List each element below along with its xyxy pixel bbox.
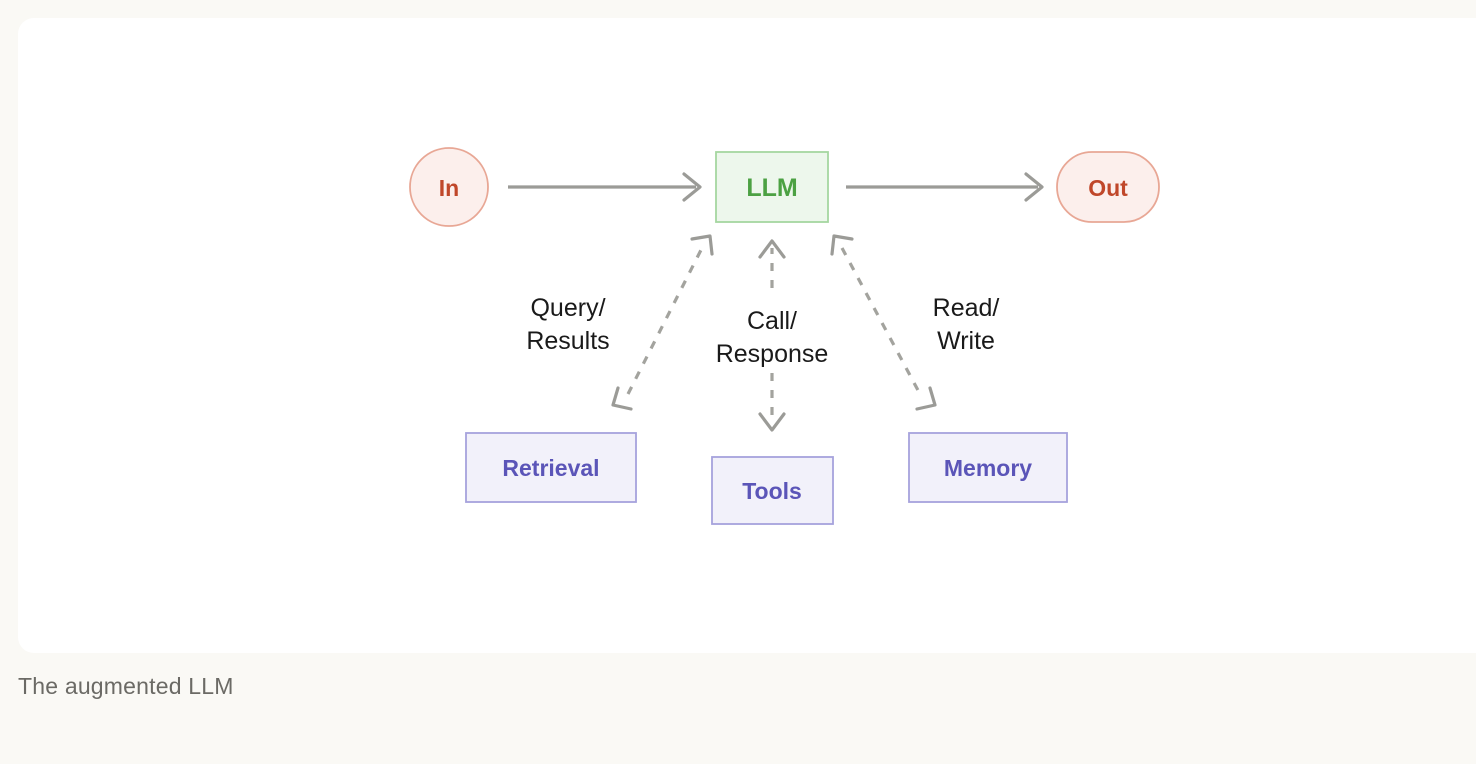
svg-text:Call/: Call/ xyxy=(747,307,797,335)
edge-label-query-results: Query/ Results xyxy=(526,294,609,355)
edge-llm-tools xyxy=(758,239,786,432)
node-input[interactable]: In xyxy=(409,147,489,227)
svg-text:Memory: Memory xyxy=(944,455,1032,481)
augmented-llm-diagram: Query/ Results Call/ Response Read/ Writ… xyxy=(409,147,1160,525)
edge-llm-to-out xyxy=(846,172,1044,202)
svg-text:Query/: Query/ xyxy=(530,294,605,322)
diagram-caption: The augmented LLM xyxy=(18,673,234,699)
edge-in-to-llm xyxy=(508,172,702,202)
svg-text:In: In xyxy=(439,175,459,201)
svg-text:Response: Response xyxy=(716,340,829,368)
svg-text:LLM: LLM xyxy=(746,174,797,202)
diagram-card xyxy=(18,18,1476,653)
svg-text:Tools: Tools xyxy=(742,478,802,504)
svg-text:Read/: Read/ xyxy=(933,294,1000,322)
svg-text:Retrieval: Retrieval xyxy=(502,455,599,481)
edge-label-call-response: Call/ Response xyxy=(716,307,829,368)
node-llm[interactable]: LLM xyxy=(715,151,829,223)
edge-llm-memory xyxy=(830,234,937,411)
edge-llm-retrieval xyxy=(611,234,714,411)
node-retrieval[interactable]: Retrieval xyxy=(465,432,637,503)
node-tools[interactable]: Tools xyxy=(711,456,834,525)
svg-text:Out: Out xyxy=(1088,175,1128,201)
svg-text:Results: Results xyxy=(526,327,609,355)
svg-text:Write: Write xyxy=(937,327,995,355)
node-memory[interactable]: Memory xyxy=(908,432,1068,503)
node-output[interactable]: Out xyxy=(1056,151,1160,223)
edge-label-read-write: Read/ Write xyxy=(933,294,1000,355)
